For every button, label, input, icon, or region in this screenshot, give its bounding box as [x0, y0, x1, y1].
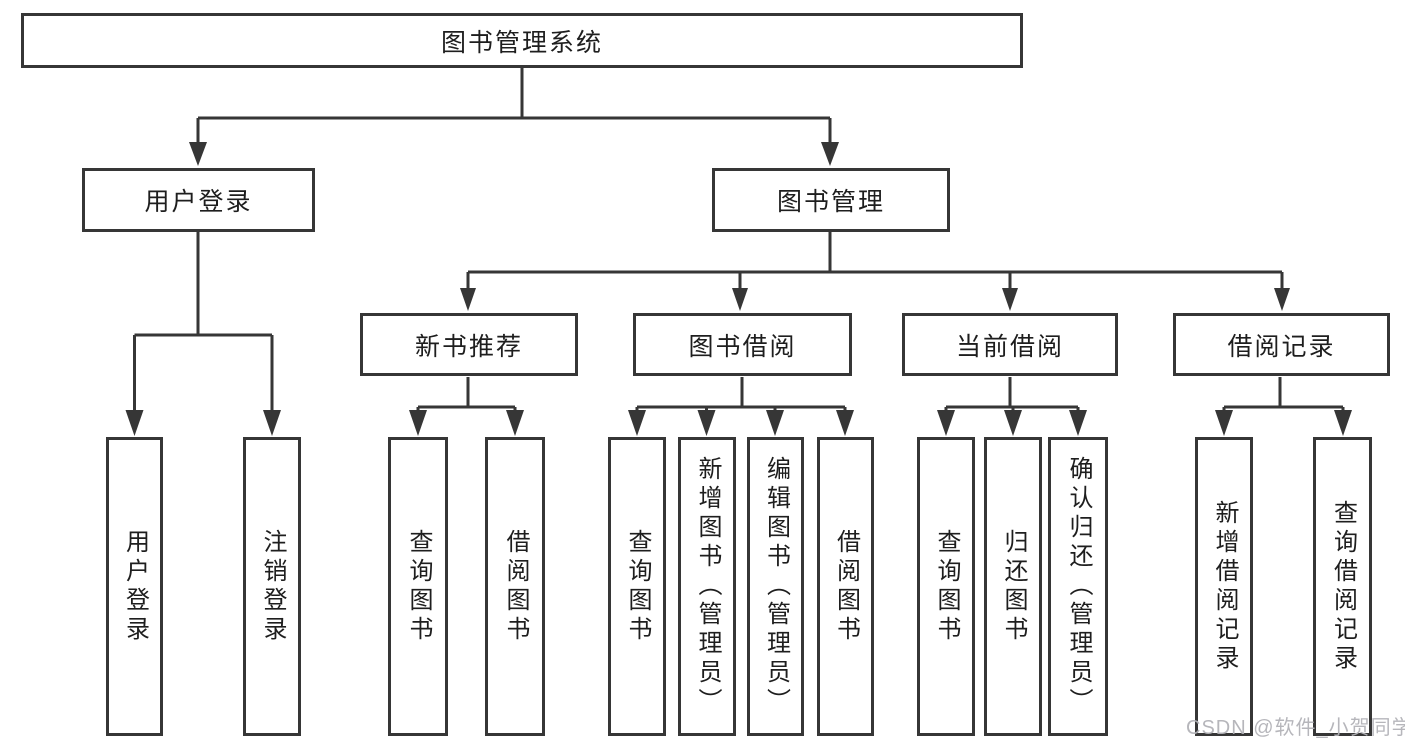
- node-label: 图书借阅: [688, 332, 797, 361]
- leaf-edit-book-admin: 编辑图书（管理员）: [747, 437, 804, 736]
- leaf-add-borrow-record: 新增借阅记录: [1195, 437, 1253, 736]
- leaf-label: 查询图书: [405, 528, 432, 645]
- node-new-book-recommendation: 新书推荐: [360, 313, 578, 376]
- node-label: 借阅记录: [1227, 332, 1336, 361]
- node-current-borrowing: 当前借阅: [902, 313, 1118, 376]
- leaf-label: 编辑图书（管理员）: [762, 456, 790, 717]
- leaf-query-books-borrow: 查询图书: [608, 437, 666, 736]
- node-label: 当前借阅: [955, 332, 1064, 361]
- node-book-management: 图书管理: [712, 168, 950, 232]
- leaf-label: 用户登录: [121, 528, 149, 645]
- leaf-user-login: 用户登录: [106, 437, 163, 736]
- node-library-management-system: 图书管理系统: [21, 13, 1023, 68]
- arrowheads: [125, 142, 1352, 436]
- leaf-borrow-books: 借阅图书: [817, 437, 874, 736]
- leaf-label: 查询图书: [624, 528, 651, 645]
- node-label: 图书管理系统: [440, 28, 603, 57]
- node-book-borrowing: 图书借阅: [633, 313, 852, 376]
- leaf-label: 借阅图书: [832, 528, 860, 645]
- leaf-logout: 注销登录: [243, 437, 301, 736]
- leaf-return-book: 归还图书: [984, 437, 1042, 736]
- leaf-query-books-recommend: 查询图书: [388, 437, 448, 736]
- leaf-borrow-books-recommend: 借阅图书: [485, 437, 545, 736]
- node-label: 图书管理: [776, 188, 885, 216]
- leaf-label: 查询借阅记录: [1329, 499, 1357, 674]
- node-label: 用户登录: [144, 188, 253, 216]
- node-user-login: 用户登录: [82, 168, 315, 232]
- leaf-label: 注销登录: [259, 528, 286, 645]
- leaf-label: 归还图书: [1000, 528, 1027, 645]
- leaf-label: 借阅图书: [502, 528, 529, 645]
- node-borrowing-records: 借阅记录: [1173, 313, 1390, 376]
- leaf-query-books-current: 查询图书: [917, 437, 975, 736]
- leaf-confirm-return-admin: 确认归还（管理员）: [1048, 437, 1108, 736]
- leaf-add-book-admin: 新增图书（管理员）: [678, 437, 736, 736]
- leaf-label: 新增借阅记录: [1211, 499, 1238, 674]
- leaf-label: 查询图书: [933, 528, 960, 645]
- csdn-watermark: CSDN @软件_小贺同学: [1186, 717, 1405, 739]
- leaf-label: 新增图书（管理员）: [694, 456, 721, 717]
- leaf-query-borrow-record: 查询借阅记录: [1313, 437, 1372, 736]
- leaf-label: 确认归还（管理员）: [1065, 456, 1092, 717]
- node-label: 新书推荐: [414, 332, 523, 361]
